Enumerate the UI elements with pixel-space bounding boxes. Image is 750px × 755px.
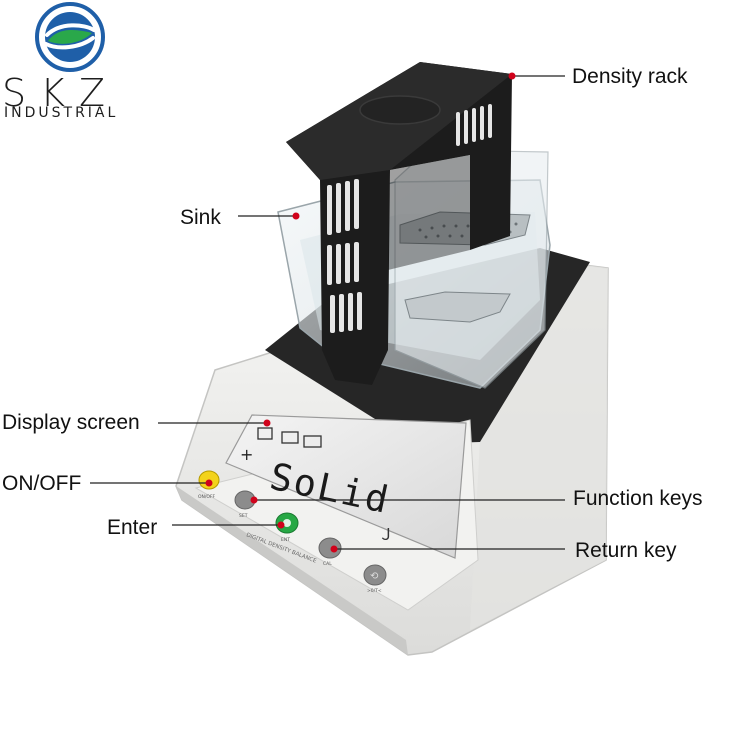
svg-text:ENT: ENT xyxy=(281,537,290,543)
logo-tagline: INDUSTRIAL xyxy=(4,105,119,121)
cal-key[interactable]: CAL xyxy=(318,537,342,567)
label-function-keys: Function keys xyxy=(573,487,703,510)
label-density-rack: Density rack xyxy=(572,65,688,88)
leader-lines xyxy=(90,75,565,550)
lcd-plus-sign: + xyxy=(240,445,253,464)
label-return-key: Return key xyxy=(575,539,677,562)
base-front-edge xyxy=(176,486,408,655)
tare-key-icon: ⟲ xyxy=(370,571,379,582)
svg-text:CAL: CAL xyxy=(323,561,332,567)
logo-brand: SKZ xyxy=(2,71,120,115)
lcd-icons xyxy=(257,427,322,448)
svg-text:ON/OFF: ON/OFF xyxy=(198,494,216,500)
base-right-side xyxy=(470,262,608,630)
label-on-off: ON/OFF xyxy=(2,472,82,495)
svg-text:>0/T<: >0/T< xyxy=(367,588,382,594)
rack-slots xyxy=(327,104,492,333)
lower-basket xyxy=(404,291,511,323)
lcd-unit-glyph: Ｊ xyxy=(378,525,394,544)
skz-logo-emblem-icon xyxy=(35,2,105,72)
callout-markers xyxy=(205,72,516,553)
label-display-screen: Display screen xyxy=(2,411,140,434)
label-enter: Enter xyxy=(107,516,158,539)
svg-text:SET: SET xyxy=(239,513,248,519)
label-sink: Sink xyxy=(180,206,221,229)
lcd-display xyxy=(225,414,467,559)
tare-key[interactable]: ⟲ >0/T< xyxy=(363,564,387,594)
